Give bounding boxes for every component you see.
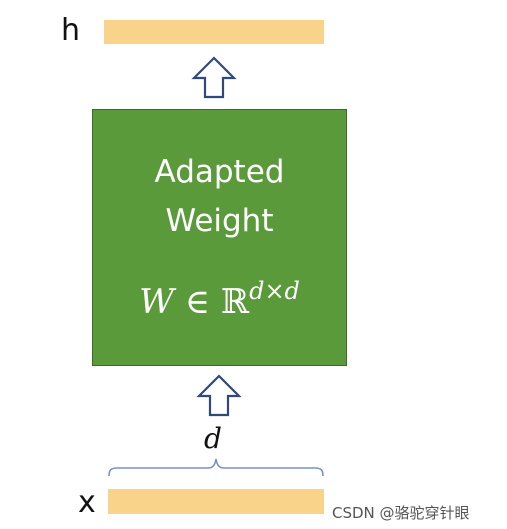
formula-exponent: d×d	[249, 277, 300, 305]
box-title-line1: Adapted	[154, 154, 285, 190]
watermark-text: CSDN @骆驼穿针眼	[332, 504, 470, 522]
formula-relation: ∈	[174, 282, 221, 322]
box-title-line2: Weight	[165, 203, 274, 239]
brace-shape	[108, 458, 324, 477]
output-vector-bar	[104, 20, 324, 44]
formula-symbol: W	[139, 282, 175, 322]
up-arrow-shape	[191, 56, 237, 99]
adapted-weight-box: Adapted Weight W ∈ ℝd×d	[92, 109, 347, 366]
weight-formula: W ∈ ℝd×d	[93, 279, 346, 322]
up-arrow-icon	[191, 56, 237, 99]
output-label: h	[61, 13, 81, 48]
dimension-label: d	[204, 422, 222, 455]
curly-brace-icon	[108, 458, 324, 477]
input-label: x	[78, 485, 96, 520]
formula-set: ℝ	[220, 282, 250, 322]
up-arrow-shape	[196, 374, 242, 417]
input-vector-bar	[108, 489, 324, 514]
up-arrow-icon	[196, 374, 242, 417]
